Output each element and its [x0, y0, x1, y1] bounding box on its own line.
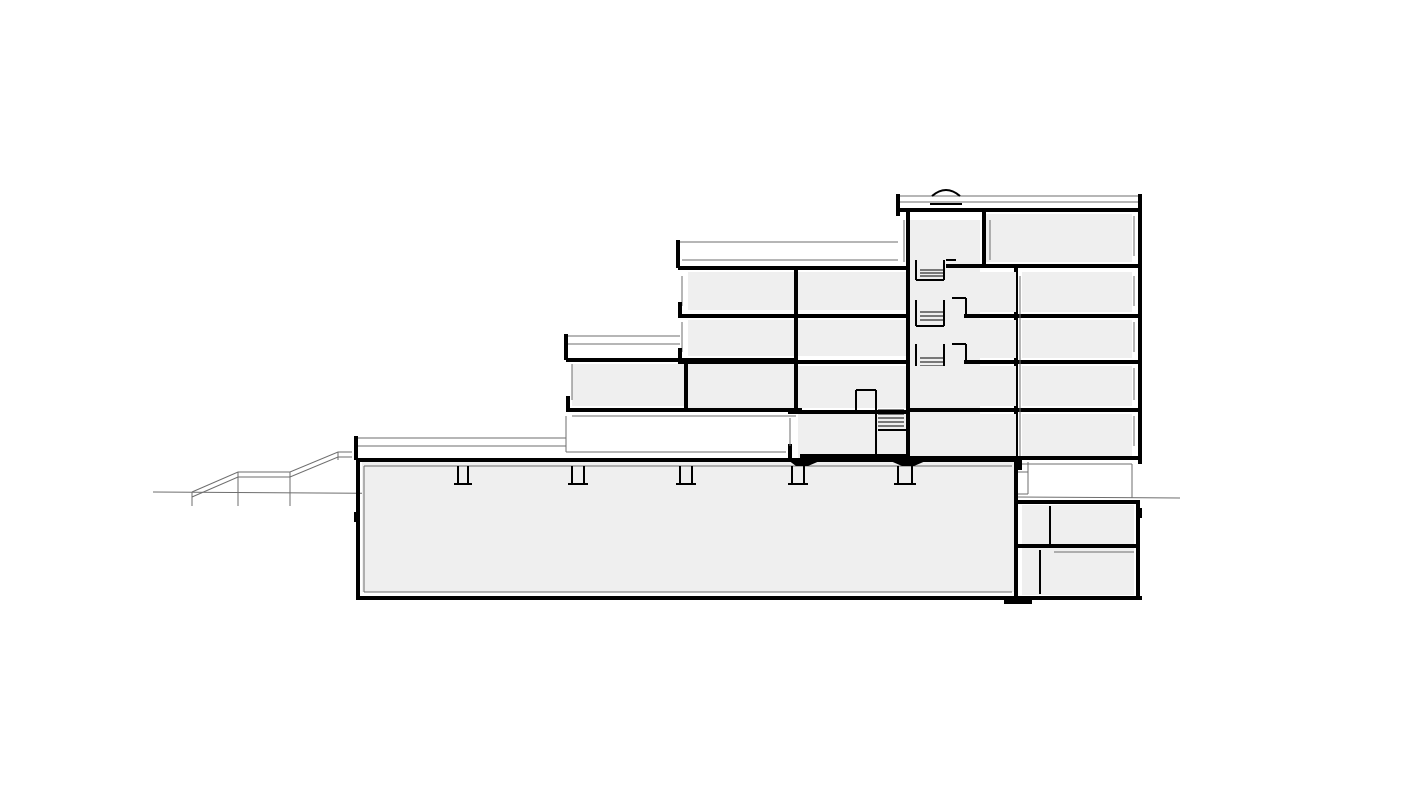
beam-pair	[788, 466, 808, 485]
middle-block	[676, 240, 1018, 460]
beam-pair	[894, 466, 916, 485]
beam-pair	[676, 466, 696, 485]
structure-hatch	[354, 458, 1142, 604]
ground-terrace	[354, 416, 786, 460]
beam-pair	[568, 466, 588, 485]
stair-flight	[915, 300, 945, 327]
beam-haunch	[888, 460, 928, 466]
beam-haunch	[788, 460, 822, 466]
exterior-steps-railing	[191, 451, 352, 506]
beam-pair	[454, 466, 472, 485]
ceiling-beams	[454, 460, 928, 485]
basement-hall	[356, 458, 1142, 604]
stair-flight	[915, 260, 945, 281]
stair-flight-ground	[855, 389, 906, 456]
roof-skylight	[928, 189, 964, 205]
